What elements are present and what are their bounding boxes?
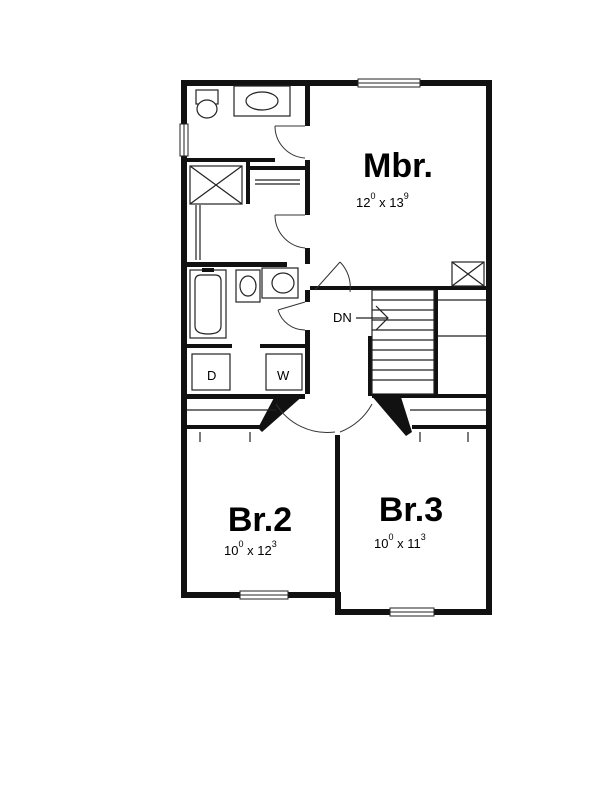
mechanical-chase [451, 261, 485, 287]
door-swings [258, 125, 412, 436]
room-br3-label: Br.3 100 x 113 [374, 491, 443, 551]
master-name: Mbr. [363, 147, 433, 185]
br3-name: Br.3 [379, 491, 443, 529]
stairs: DN [333, 289, 486, 395]
br2-dimensions: 100 x 123 [224, 539, 277, 558]
br2-name: Br.2 [228, 501, 292, 539]
washer-label: W [277, 368, 290, 383]
hall-bath-fixtures [189, 267, 299, 339]
room-br2-label: Br.2 100 x 123 [224, 501, 292, 558]
br3-dimensions: 100 x 113 [374, 532, 426, 551]
laundry: D W [191, 353, 303, 391]
windows [179, 78, 435, 617]
room-master-label: Mbr. 120 x 139 [356, 147, 433, 210]
closet-details [187, 409, 486, 442]
dryer-label: D [207, 368, 216, 383]
master-bath-fixtures [189, 85, 300, 260]
interior-walls [187, 86, 486, 595]
master-dimensions: 120 x 139 [356, 191, 409, 210]
stairs-down-label: DN [333, 310, 352, 325]
